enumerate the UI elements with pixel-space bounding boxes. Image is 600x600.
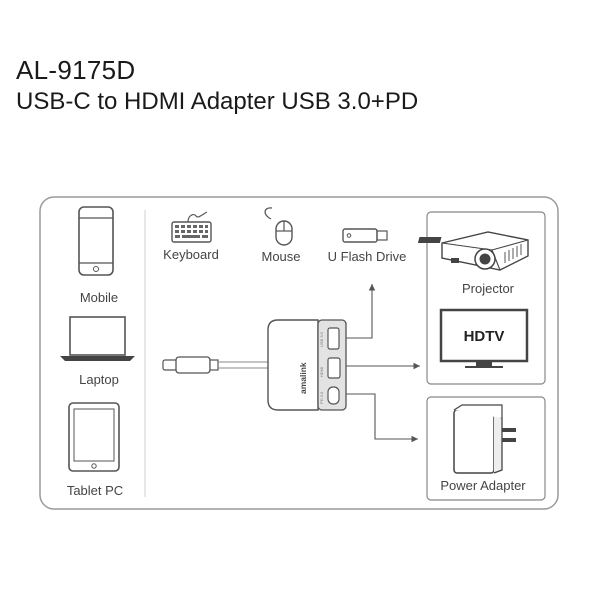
- hdtv-label: HDTV: [464, 328, 505, 345]
- usb-port: [327, 327, 340, 350]
- pd-port: [327, 386, 340, 405]
- laptop-icon: [60, 316, 135, 361]
- product-title: USB-C to HDMI Adapter USB 3.0+PD: [16, 88, 419, 115]
- flash-drive-icon: [342, 228, 388, 243]
- mouse-label: Mouse: [261, 249, 300, 264]
- flash-drive-label: U Flash Drive: [328, 249, 407, 264]
- mobile-icon: [78, 206, 114, 276]
- keyboard-icon: [171, 211, 212, 243]
- adapter-hub: amalink USB 3.0 HDMI PD 3.0: [267, 319, 347, 411]
- power-adapter-label: Power Adapter: [440, 478, 526, 493]
- pd-port-label: PD 3.0: [319, 391, 324, 404]
- model-number: AL-9175D: [16, 55, 136, 85]
- projector-label: Projector: [462, 281, 515, 296]
- usb-arrow: [346, 284, 376, 339]
- hdtv-icon: [439, 308, 529, 368]
- power-adapter-icon: [453, 404, 516, 474]
- hdmi-port-label: HDMI: [319, 367, 324, 377]
- tablet-label: Tablet PC: [67, 483, 123, 498]
- adapter-brand: amalink: [298, 362, 308, 394]
- laptop-label: Laptop: [79, 372, 119, 387]
- pd-arrow: [346, 393, 418, 443]
- tablet-icon: [68, 402, 120, 472]
- keyboard-label: Keyboard: [163, 247, 219, 262]
- mobile-label: Mobile: [80, 290, 118, 305]
- mouse-icon: [264, 207, 293, 246]
- usb-c-cable: [162, 356, 268, 374]
- usb-port-label: USB 3.0: [319, 331, 324, 347]
- projector-icon: [417, 231, 529, 271]
- hdmi-port: [327, 357, 341, 379]
